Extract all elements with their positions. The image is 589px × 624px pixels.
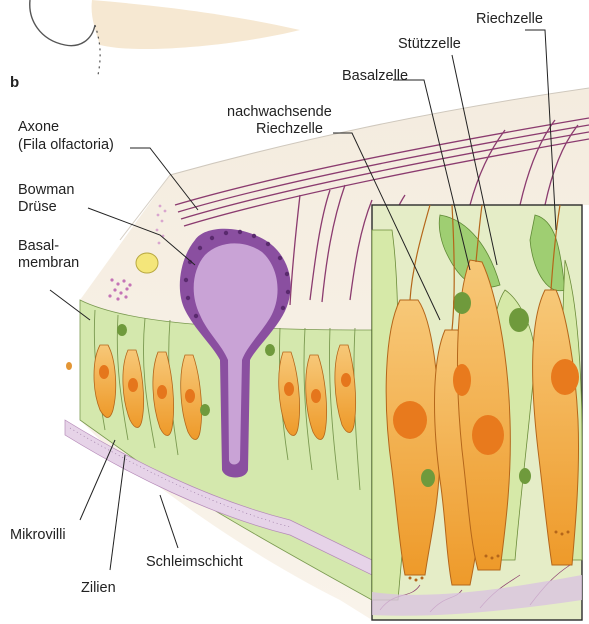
label-bowman-line1: Bowman (18, 182, 74, 199)
magnified-inset (372, 205, 582, 620)
label-basalzelle: Basalzelle (342, 68, 408, 85)
label-zilien: Zilien (81, 580, 116, 597)
figure-letter: b (10, 74, 19, 91)
label-nachwachsende-line2: Riechzelle (256, 121, 323, 138)
label-schleimschicht: Schleimschicht (146, 554, 243, 571)
label-nachwachsende-line1: nachwachsende (227, 104, 332, 121)
label-mikrovilli: Mikrovilli (10, 527, 66, 544)
label-basalmembran-line1: Basal- (18, 238, 59, 255)
label-bowman-line2: Drüse (18, 199, 57, 216)
label-riechzelle: Riechzelle (476, 11, 543, 28)
label-axone-line1: Axone (18, 119, 59, 136)
label-axone-line2: (Fila olfactoria) (18, 137, 114, 154)
upper-figure-fragment (30, 0, 300, 75)
label-stuetzzelle: Stützzelle (398, 36, 461, 53)
label-basalmembran-line2: membran (18, 255, 79, 272)
